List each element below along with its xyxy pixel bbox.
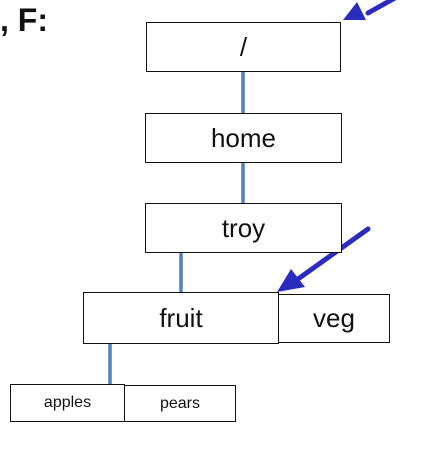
node-troy: troy [145, 203, 342, 253]
node-fruit: fruit [83, 292, 279, 344]
node-root: / [146, 22, 341, 72]
arrow-to-fruit [277, 226, 371, 292]
node-pears: pears [124, 385, 236, 422]
node-veg: veg [278, 294, 390, 343]
node-apples: apples [10, 384, 125, 422]
heading-fragment: , F: [0, 2, 48, 38]
arrow-to-root [343, 0, 397, 20]
node-home: home [145, 113, 342, 163]
